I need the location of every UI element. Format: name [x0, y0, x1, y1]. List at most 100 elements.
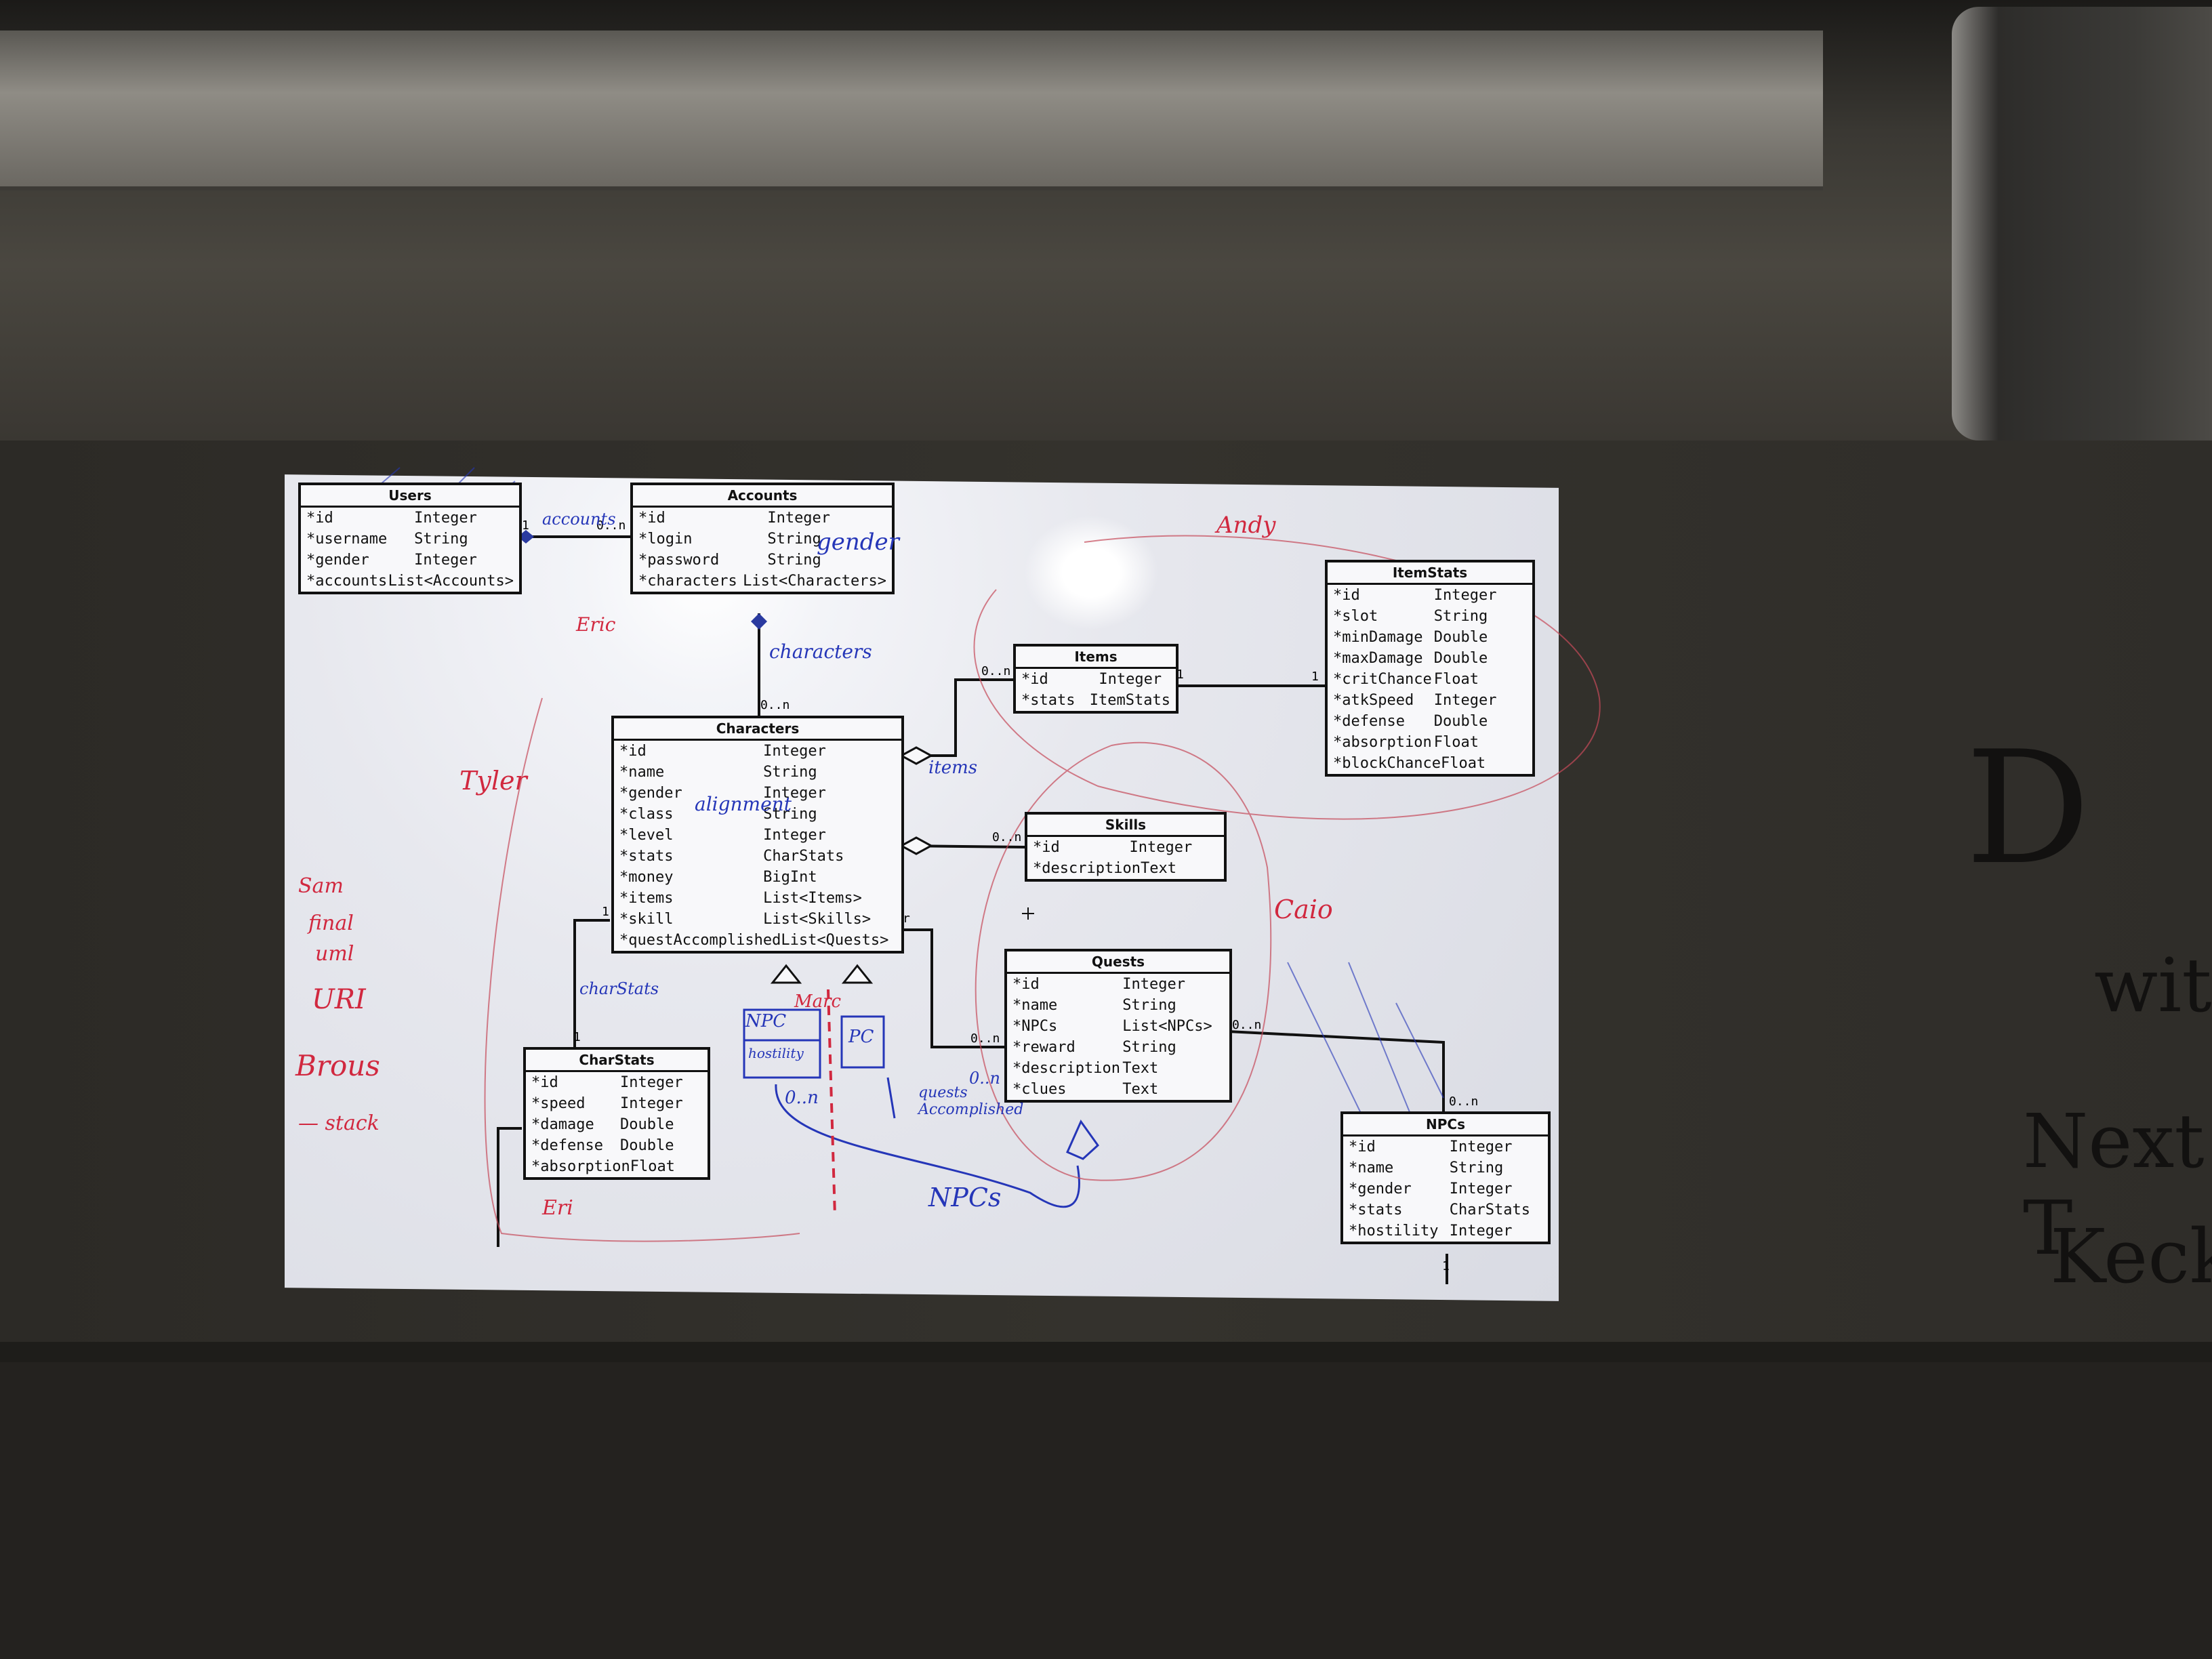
multiplicity-label: r — [903, 912, 910, 926]
annotation-items: items — [928, 758, 978, 778]
hostility-sketch-box — [743, 1039, 821, 1079]
users-composition-diamond — [518, 530, 534, 544]
class-title: Characters — [614, 718, 901, 741]
npc-generalization-arrow — [770, 964, 802, 984]
multiplicity-label: 1 — [602, 905, 609, 919]
multiplicity-label: 0..n — [981, 664, 1011, 678]
pc-sketch-box — [840, 1015, 885, 1069]
annotation-quests-accomplished: quests Accomplished — [918, 1084, 1024, 1118]
annotation-uri: URI — [312, 984, 366, 1015]
multiplicity-label: 1 — [1176, 668, 1184, 682]
items-aggregation-diamond — [899, 746, 934, 765]
class-title: Accounts — [633, 485, 892, 508]
annotation-stack: — stack — [298, 1111, 380, 1135]
andy-group-outline — [973, 535, 1601, 820]
annotation-alignment: alignment — [695, 793, 792, 815]
board-text-next: Next T — [2023, 1098, 2205, 1271]
annotation-tyler: Tyler — [459, 766, 527, 796]
board-text-with: wit — [2094, 942, 2212, 1029]
class-title: ItemStats — [1328, 562, 1532, 585]
class-title: Items — [1016, 647, 1176, 669]
annotation-gender: gender — [817, 529, 899, 556]
annotation-npcs: NPCs — [928, 1183, 1002, 1212]
annotation-brous: Brous — [295, 1049, 380, 1082]
projector-glare — [1023, 515, 1159, 630]
npcs-sketch-slash-3 — [1395, 1002, 1444, 1099]
multiplicity-label: 0..n — [1232, 1018, 1262, 1032]
skills-aggregation-diamond — [899, 836, 934, 855]
caio-group-outline — [975, 741, 1272, 1181]
characters-items-line — [901, 678, 1013, 757]
multiplicity-label: 0..n — [970, 1031, 1000, 1046]
annotation-pc-box: PC — [848, 1027, 874, 1047]
multiplicity-label: 1 — [1442, 1259, 1450, 1273]
annotation-marc: Marc — [794, 991, 842, 1012]
whiteboard-rail — [0, 1342, 2212, 1362]
class-title: NPCs — [1343, 1114, 1548, 1136]
class-title: Skills — [1027, 815, 1224, 837]
multiplicity-label: 1 — [522, 518, 529, 533]
annotation-zero-n: 0..n — [969, 1069, 1000, 1088]
marc-dashed-divider — [827, 989, 836, 1217]
annotation-sam: Sam — [298, 874, 344, 898]
multiplicity-label: 1 — [1311, 670, 1319, 684]
multiplicity-label: 0..n — [760, 698, 790, 712]
floor — [0, 1362, 2212, 1659]
annotation-andy: Andy — [1216, 512, 1276, 539]
annotation-eric-2: Eri — [542, 1196, 573, 1220]
annotation-characters: characters — [769, 640, 872, 663]
class-title: Quests — [1007, 951, 1229, 974]
annotation-final: final — [308, 912, 354, 935]
speaker — [1952, 7, 2212, 441]
annotation-eric: Eric — [576, 613, 616, 636]
charstats-side-line — [497, 1127, 522, 1247]
annotation-hostility-box: hostility — [748, 1045, 804, 1061]
quests-npcs-line — [1227, 1030, 1445, 1111]
annotation-accounts: accounts — [542, 510, 616, 529]
